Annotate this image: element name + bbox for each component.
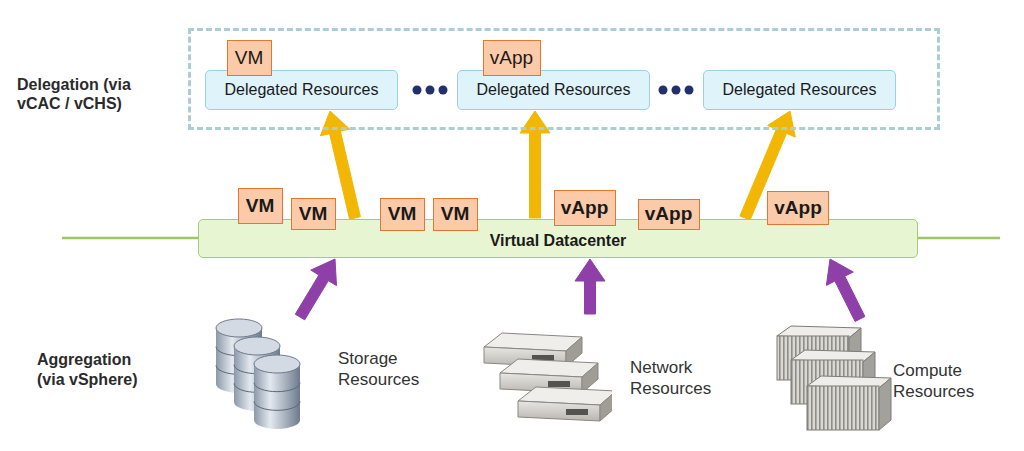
vm-tag: VM <box>380 198 425 231</box>
box-label: Delegated Resources <box>225 81 379 99</box>
box-label: vApp <box>561 197 609 219</box>
vm-tag: VM <box>227 40 272 76</box>
vm-tag: VM <box>291 198 336 230</box>
resource-label: Storage Resources <box>338 348 428 390</box>
compute-resources: Compute Resources <box>775 320 987 442</box>
vapp-tag: vApp <box>554 190 616 226</box>
box-label: Virtual Datacenter <box>490 232 627 250</box>
delegation-region: Delegation (via vCAC / vCHS)Delegated Re… <box>188 28 940 130</box>
box-label: VM <box>299 203 328 225</box>
aggregation-arrow <box>295 259 336 320</box>
compute-icon <box>775 320 905 445</box>
vm-tag: VM <box>238 188 283 224</box>
box-label: VM <box>441 203 470 225</box>
layer-label: Aggregation (via vSphere) <box>37 350 149 390</box>
storage-resources: Storage Resources <box>212 318 430 430</box>
box-label: VM <box>388 203 417 225</box>
resource-label: Network Resources <box>630 357 730 399</box>
datacenter-band: Virtual DatacenterVMVMVMVMvAppvAppvApp <box>198 219 918 258</box>
box-label: Delegated Resources <box>723 81 877 99</box>
delegated-box: Delegated ResourcesVM <box>205 70 398 110</box>
box-label: VM <box>235 47 264 69</box>
network-icon <box>482 315 612 440</box>
box-label: Delegated Resources <box>477 81 631 99</box>
box-label: vApp <box>774 197 822 219</box>
box-label: vApp <box>645 203 693 225</box>
network-resources: Network Resources <box>482 315 732 440</box>
resource-label: Compute Resources <box>893 360 985 402</box>
aggregation-arrow <box>826 259 865 322</box>
delegated-box: Delegated ResourcesvApp <box>457 70 650 110</box>
region-heading: Delegation (via vCAC / vCHS) <box>17 75 167 113</box>
delegated-box: Delegated Resources <box>703 70 896 110</box>
vapp-tag: vApp <box>638 199 700 230</box>
vapp-tag: vApp <box>767 191 829 225</box>
vm-tag: VM <box>433 198 478 231</box>
aggregation-arrow <box>575 259 605 314</box>
vapp-tag: vApp <box>483 40 541 76</box>
storage-icon <box>212 318 342 443</box>
box-label: vApp <box>490 47 533 69</box>
box-label: VM <box>246 195 275 217</box>
